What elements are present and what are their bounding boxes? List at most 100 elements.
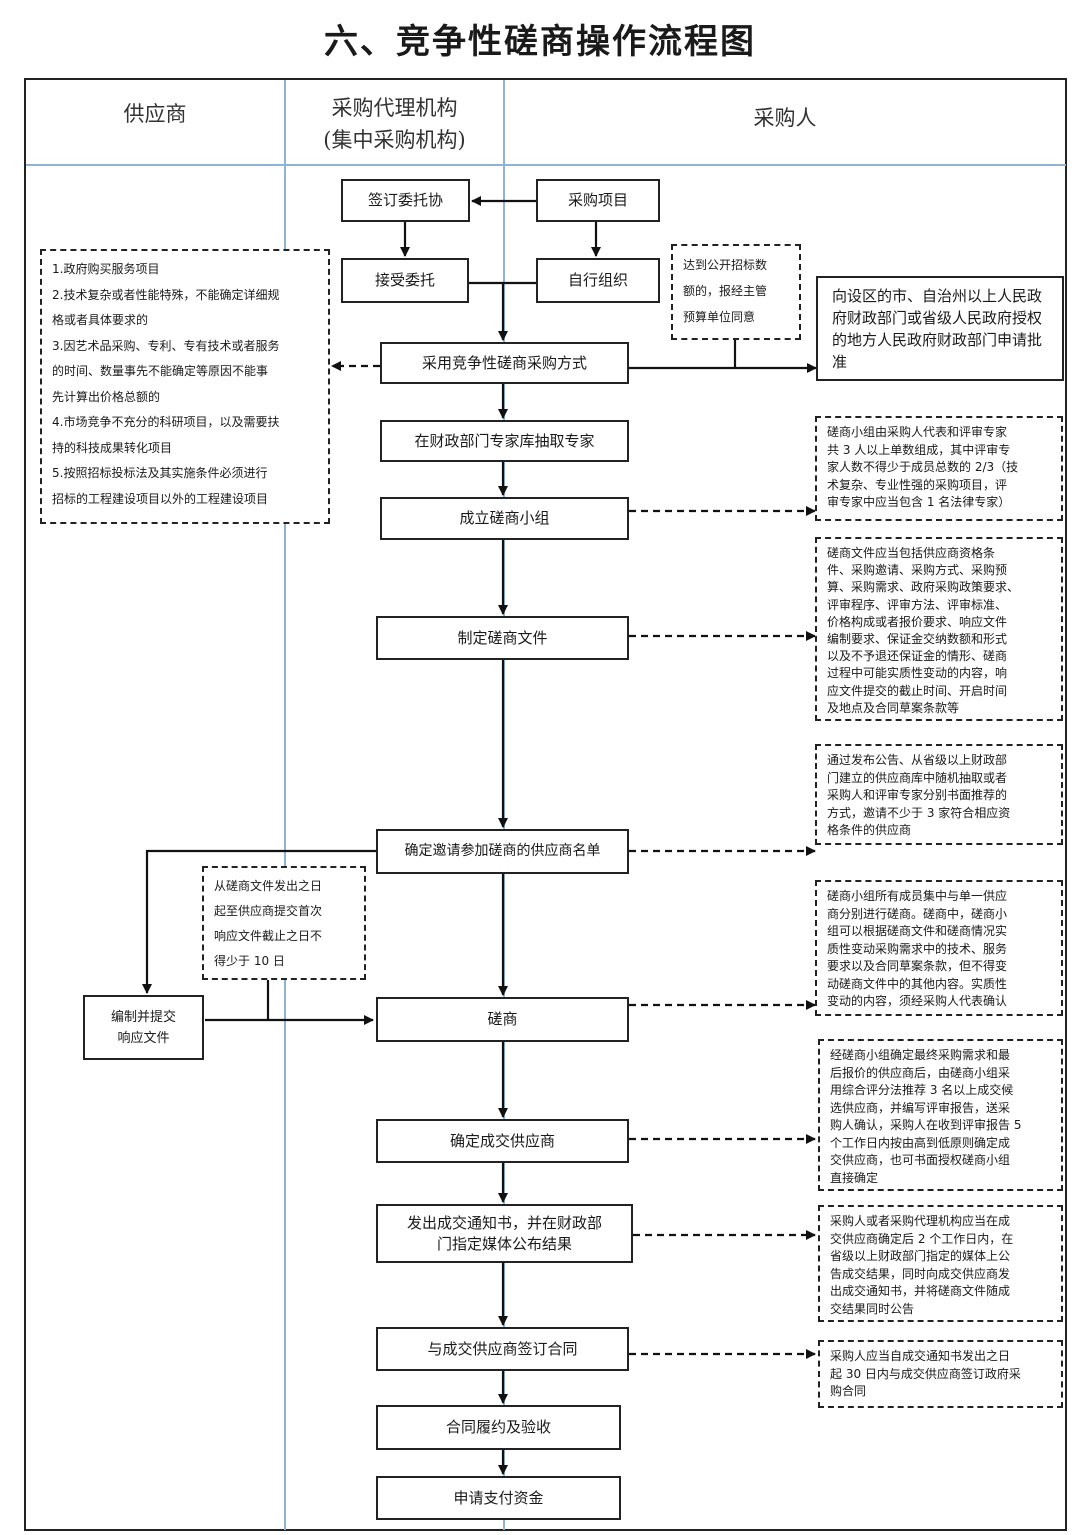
note-line: 格条件的供应商: [827, 823, 912, 837]
note-line: 出成交通知书，并将磋商文件随成: [830, 1284, 1011, 1298]
note-line: 达到公开招标数: [683, 258, 768, 272]
note-group-composition: 磋商小组由采购人代表和评审专家 共 3 人以上单数组成，其中评审专 家人数不得少…: [815, 416, 1063, 521]
note-line: 商分别进行磋商。磋商中，磋商小: [827, 906, 1008, 921]
step-sign-commission[interactable]: 签订委托协: [341, 179, 470, 222]
note-line: 门建立的供应商库中随机抽取或者: [827, 770, 1008, 785]
lane-header-divider: [26, 164, 1066, 166]
note-line: 价格构成或者报价要求、响应文件: [827, 614, 1008, 629]
step-sign-contract[interactable]: 与成交供应商签订合同: [376, 1327, 629, 1371]
note-line: 共 3 人以上单数组成，其中评审专: [827, 442, 1011, 457]
step-publish-notice-line2: 门指定媒体公布结果: [436, 1234, 572, 1253]
note-line: 交供应商确定后 2 个工作日内，在: [830, 1231, 1014, 1246]
note-line: 格或者具体要求的: [52, 313, 149, 327]
note-line: 动磋商文件中的其他内容。实质性: [827, 976, 1008, 991]
page-title: 六、竞争性磋商操作流程图: [324, 22, 756, 62]
note-line: 用综合评分法推荐 3 名以上成交候: [830, 1083, 1014, 1097]
note-invitation-methods: 通过发布公告、从省级以上财政部 门建立的供应商库中随机抽取或者 采购人和评审专家…: [815, 744, 1063, 845]
note-line: 持的科技成果转化项目: [52, 440, 173, 455]
note-line: 编制要求、保证金交纳数额和形式: [827, 632, 1008, 647]
note-negotiation-rules: 磋商小组所有成员集中与单一供应 商分别进行磋商。磋商中，磋商小 组可以根据磋商文…: [815, 880, 1063, 1016]
step-determine-supplier[interactable]: 确定成交供应商: [376, 1119, 629, 1163]
note-line: 交供应商，也可书面授权磋商小组: [830, 1153, 1011, 1167]
note-line: 评审程序、评审方法、评审标准、: [827, 597, 1008, 612]
note-line: 经磋商小组确定最终采购需求和最: [830, 1048, 1011, 1062]
note-line: 1.政府购买服务项目: [52, 262, 160, 276]
step-prepare-response[interactable]: 编制并提交 响应文件: [83, 995, 204, 1060]
diagram-frame: [24, 78, 1067, 1531]
note-line: 术复杂、专业性强的采购项目，评: [827, 477, 1008, 492]
note-line: 要求以及合同草案条款，但不得变: [827, 959, 1008, 973]
note-line: 购合同: [830, 1384, 867, 1398]
note-line: 得少于 10 日: [214, 954, 285, 968]
note-line: 采购人和评审专家分别书面推荐的: [827, 788, 1008, 802]
step-determine-list[interactable]: 确定邀请参加磋商的供应商名单: [376, 829, 629, 874]
note-line: 采购人应当自成交通知书发出之日: [830, 1349, 1011, 1363]
step-publish-notice-line1: 发出成交通知书，并在财政部: [406, 1213, 602, 1232]
note-line: 响应文件截止之日不: [214, 929, 323, 943]
note-line: 变动的内容，须经采购人代表确认: [827, 994, 1008, 1008]
note-line: 从磋商文件发出之日: [214, 879, 323, 893]
step-payment[interactable]: 申请支付资金: [376, 1476, 621, 1520]
step-prepare-response-line1: 编制并提交: [110, 1009, 176, 1025]
note-response-period: 从磋商文件发出之日 起至供应商提交首次 响应文件截止之日不 得少于 10 日: [202, 866, 366, 980]
note-line: 通过发布公告、从省级以上财政部: [827, 753, 1008, 767]
note-line: 过程中可能实质性变动的内容，响: [827, 666, 1008, 681]
note-line: 直接确定: [830, 1170, 879, 1185]
note-line: 磋商小组所有成员集中与单一供应: [827, 889, 1008, 903]
step-approval[interactable]: 向设区的市、自治州以上人民政府财政部门或省级人民政府授权的地方人民政府财政部门申…: [816, 276, 1064, 381]
step-acceptance[interactable]: 合同履约及验收: [376, 1405, 621, 1450]
note-threshold: 达到公开招标数 额的，报经主管 预算单位同意: [671, 244, 801, 340]
note-determine-supplier: 经磋商小组确定最终采购需求和最 后报价的供应商后，由磋商小组采 用综合评分法推荐…: [818, 1039, 1063, 1191]
lane-supplier-header: 供应商: [123, 102, 187, 126]
step-form-group[interactable]: 成立磋商小组: [380, 497, 629, 540]
note-line: 采购人或者采购代理机构应当在成: [830, 1214, 1011, 1228]
note-publish-result: 采购人或者采购代理机构应当在成 交供应商确定后 2 个工作日内，在 省级以上财政…: [818, 1205, 1063, 1322]
note-line: 的时间、数量事先不能确定等原因不能事: [52, 364, 269, 378]
note-line: 方式，邀请不少于 3 家符合相应资: [827, 805, 1011, 820]
note-line: 审专家中应当包含 1 名法律专家）: [827, 495, 1011, 509]
step-prepare-response-line2: 响应文件: [117, 1030, 170, 1046]
note-line: 件、采购邀请、采购方式、采购预: [827, 563, 1008, 578]
note-line: 额的，报经主管: [683, 284, 768, 298]
note-contract-deadline: 采购人应当自成交通知书发出之日 起 30 日内与成交供应商签订政府采 购合同: [818, 1340, 1063, 1408]
arrow-list-to-response: [142, 849, 376, 994]
note-line: 及地点及合同草案条款等: [827, 700, 960, 715]
lane-agency-title: 采购代理机构: [331, 96, 458, 120]
note-line: 交结果同时公告: [830, 1301, 915, 1316]
note-line: 购人确认，采购人在收到评审报告 5: [830, 1118, 1022, 1132]
note-document-contents: 磋商文件应当包括供应商资格条 件、采购邀请、采购方式、采购预 算、采购需求、政府…: [815, 537, 1063, 721]
note-line: 3.因艺术品采购、专利、专有技术或者服务: [52, 338, 280, 353]
step-procurement-project[interactable]: 采购项目: [536, 179, 660, 222]
note-line: 选供应商，并编写评审报告，送采: [830, 1100, 1011, 1115]
note-line: 起 30 日内与成交供应商签订政府采: [830, 1366, 1021, 1381]
lane-divider: [284, 80, 286, 1530]
step-publish-notice[interactable]: 发出成交通知书，并在财政部 门指定媒体公布结果: [376, 1204, 633, 1263]
note-line: 先计算出价格总额的: [52, 389, 161, 404]
note-line: 4.市场竞争不充分的科研项目，以及需要扶: [52, 415, 280, 429]
step-extract-experts[interactable]: 在财政部门专家库抽取专家: [380, 420, 629, 462]
step-accept-commission[interactable]: 接受委托: [341, 258, 469, 303]
note-line: 预算单位同意: [683, 310, 756, 324]
note-line: 家人数不得少于成员总数的 2/3（技: [827, 460, 1019, 474]
step-self-organize[interactable]: 自行组织: [536, 258, 660, 303]
note-line: 5.按照招标投标法及其实施条件必须进行: [52, 466, 268, 480]
note-line: 后报价的供应商后，由磋商小组采: [830, 1065, 1011, 1080]
step-adopt-method[interactable]: 采用竞争性磋商采购方式: [380, 342, 629, 384]
note-line: 磋商小组由采购人代表和评审专家: [827, 425, 1008, 439]
note-line: 以及不予退还保证金的情形、磋商: [827, 649, 1008, 664]
note-line: 2.技术复杂或者性能特殊，不能确定详细规: [52, 287, 280, 302]
note-line: 磋商文件应当包括供应商资格条: [827, 546, 996, 560]
note-line: 组可以根据磋商文件和磋商情况实: [827, 924, 1008, 938]
note-line: 告成交结果，同时向成交供应商发: [830, 1266, 1011, 1281]
note-line: 应文件提交的截止时间、开启时间: [827, 683, 1008, 698]
arrow-merge-to-method: [469, 281, 508, 341]
step-prepare-docs[interactable]: 制定磋商文件: [376, 616, 629, 660]
note-line: 起至供应商提交首次: [214, 904, 323, 918]
note-line: 算、采购需求、政府采购政策要求、: [827, 580, 1020, 595]
lane-agency-subtitle: (集中采购机构): [323, 128, 466, 152]
note-line: 招标的工程建设项目以外的工程建设项目: [52, 491, 269, 506]
lane-agency-header: 采购代理机构 (集中采购机构): [286, 92, 503, 156]
step-negotiate[interactable]: 磋商: [376, 997, 629, 1042]
lane-purchaser-header: 采购人: [753, 106, 817, 130]
